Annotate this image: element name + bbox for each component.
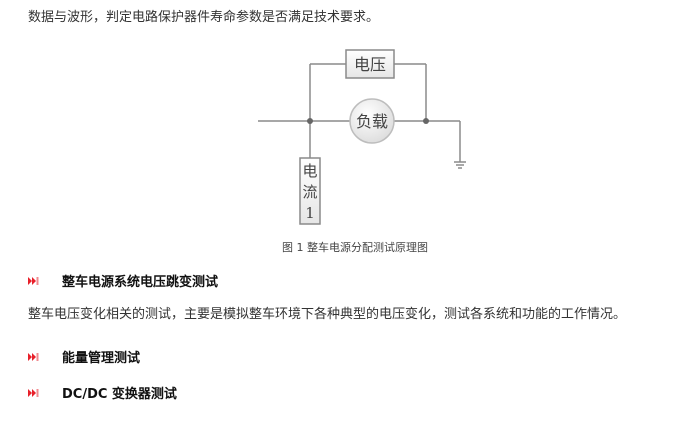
fast-forward-icon <box>28 276 62 285</box>
junction-node-left <box>307 118 313 124</box>
figure-caption: 图 1 整车电源分配测试原理图 <box>282 241 428 254</box>
svg-text:1: 1 <box>305 204 315 222</box>
junction-node-right <box>423 118 429 124</box>
section-heading-energy-management: 能量管理测试 <box>28 347 140 366</box>
current-meter-box: 电 流 1 <box>299 157 321 225</box>
section-title: 能量管理测试 <box>62 351 141 366</box>
svg-text:负载: 负载 <box>356 112 388 131</box>
fast-forward-icon <box>28 388 62 397</box>
svg-text:电压: 电压 <box>354 55 386 74</box>
fast-forward-icon <box>28 352 62 361</box>
svg-text:流: 流 <box>302 183 317 201</box>
power-distribution-diagram: 电压 负载 电 流 1 <box>250 40 480 240</box>
section-title: DC/DC 变换器测试 <box>62 387 177 402</box>
load-circle: 负载 <box>349 98 395 144</box>
intro-paragraph: 数据与波形，判定电路保护器件寿命参数是否满足技术要求。 <box>28 10 380 25</box>
section-body: 整车电压变化相关的测试，主要是模拟整车环境下各种典型的电压变化，测试各系统和功能… <box>28 307 627 322</box>
circuit-wires <box>258 63 466 169</box>
voltage-meter-box: 电压 <box>345 49 395 79</box>
svg-text:电: 电 <box>302 162 317 180</box>
section-heading-voltage-jump: 整车电源系统电压跳变测试 <box>28 271 218 290</box>
section-heading-dcdc: DC/DC 变换器测试 <box>28 383 177 402</box>
section-title: 整车电源系统电压跳变测试 <box>62 275 219 290</box>
